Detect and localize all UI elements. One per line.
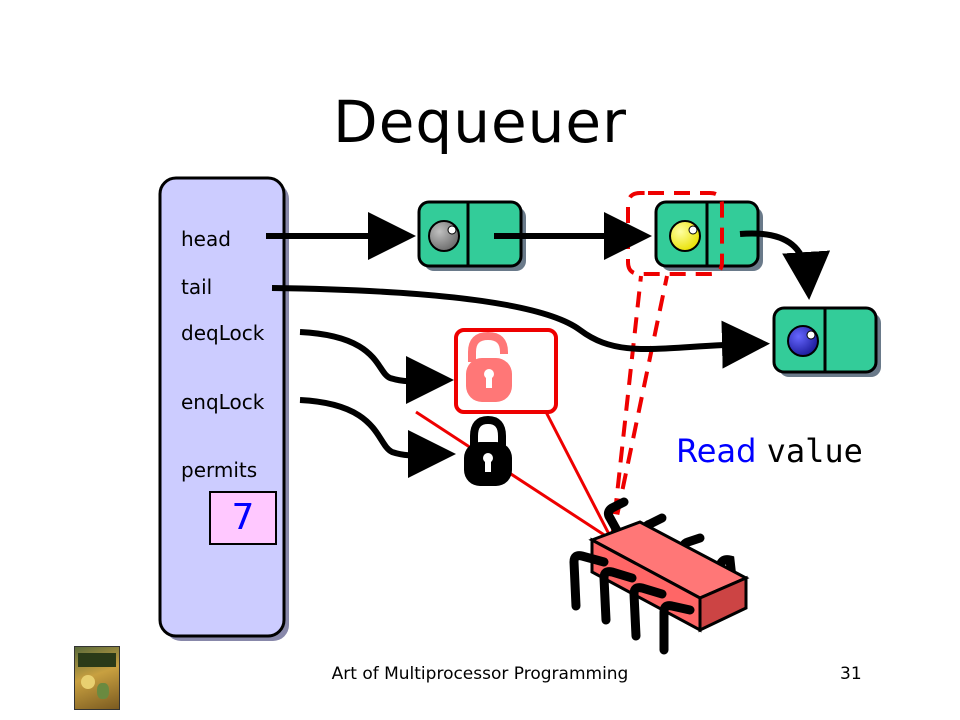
thread-chip-icon: [569, 497, 750, 655]
field-deqlock-label: deqLock: [181, 321, 265, 345]
page-number: 31: [840, 664, 862, 684]
list-node-tail: [772, 306, 881, 377]
node-value-blue-ball: [787, 325, 819, 357]
field-permits-label: permits: [181, 458, 258, 482]
footer-text: Art of Multiprocessor Programming: [331, 664, 629, 684]
field-tail-label: tail: [181, 275, 213, 299]
read-value-annotation: Read value: [676, 432, 863, 470]
enqlock-pointer-arrow: [299, 397, 456, 479]
field-head-label: head: [181, 227, 231, 251]
read-highlight-dashed-box: [626, 191, 724, 276]
list-node-head: [417, 200, 526, 271]
node-value-yellow-ball: [669, 220, 701, 252]
value-word: value: [766, 432, 863, 470]
book-cover-icon: [74, 646, 120, 710]
node-value-gray-ball: [428, 220, 460, 252]
list-node-next: [654, 200, 763, 271]
thread-read-dashed-line-1: [610, 275, 643, 541]
permits-value-box: 7: [209, 491, 277, 545]
tail-pointer-arrow: [271, 285, 770, 369]
thread-lock-line-1: [415, 410, 613, 542]
padlock-locked-icon: [464, 415, 512, 486]
field-enqlock-label: enqLock: [181, 390, 265, 414]
padlock-unlocked-icon: [454, 328, 558, 414]
deqlock-pointer-arrow: [299, 329, 454, 405]
thread-read-dashed-line-2: [610, 275, 669, 541]
read-word: Read: [676, 432, 757, 470]
thread-lock-line-2: [544, 411, 614, 541]
node2-next-arrow: [739, 230, 831, 300]
slide-title: Dequeuer: [333, 88, 627, 156]
